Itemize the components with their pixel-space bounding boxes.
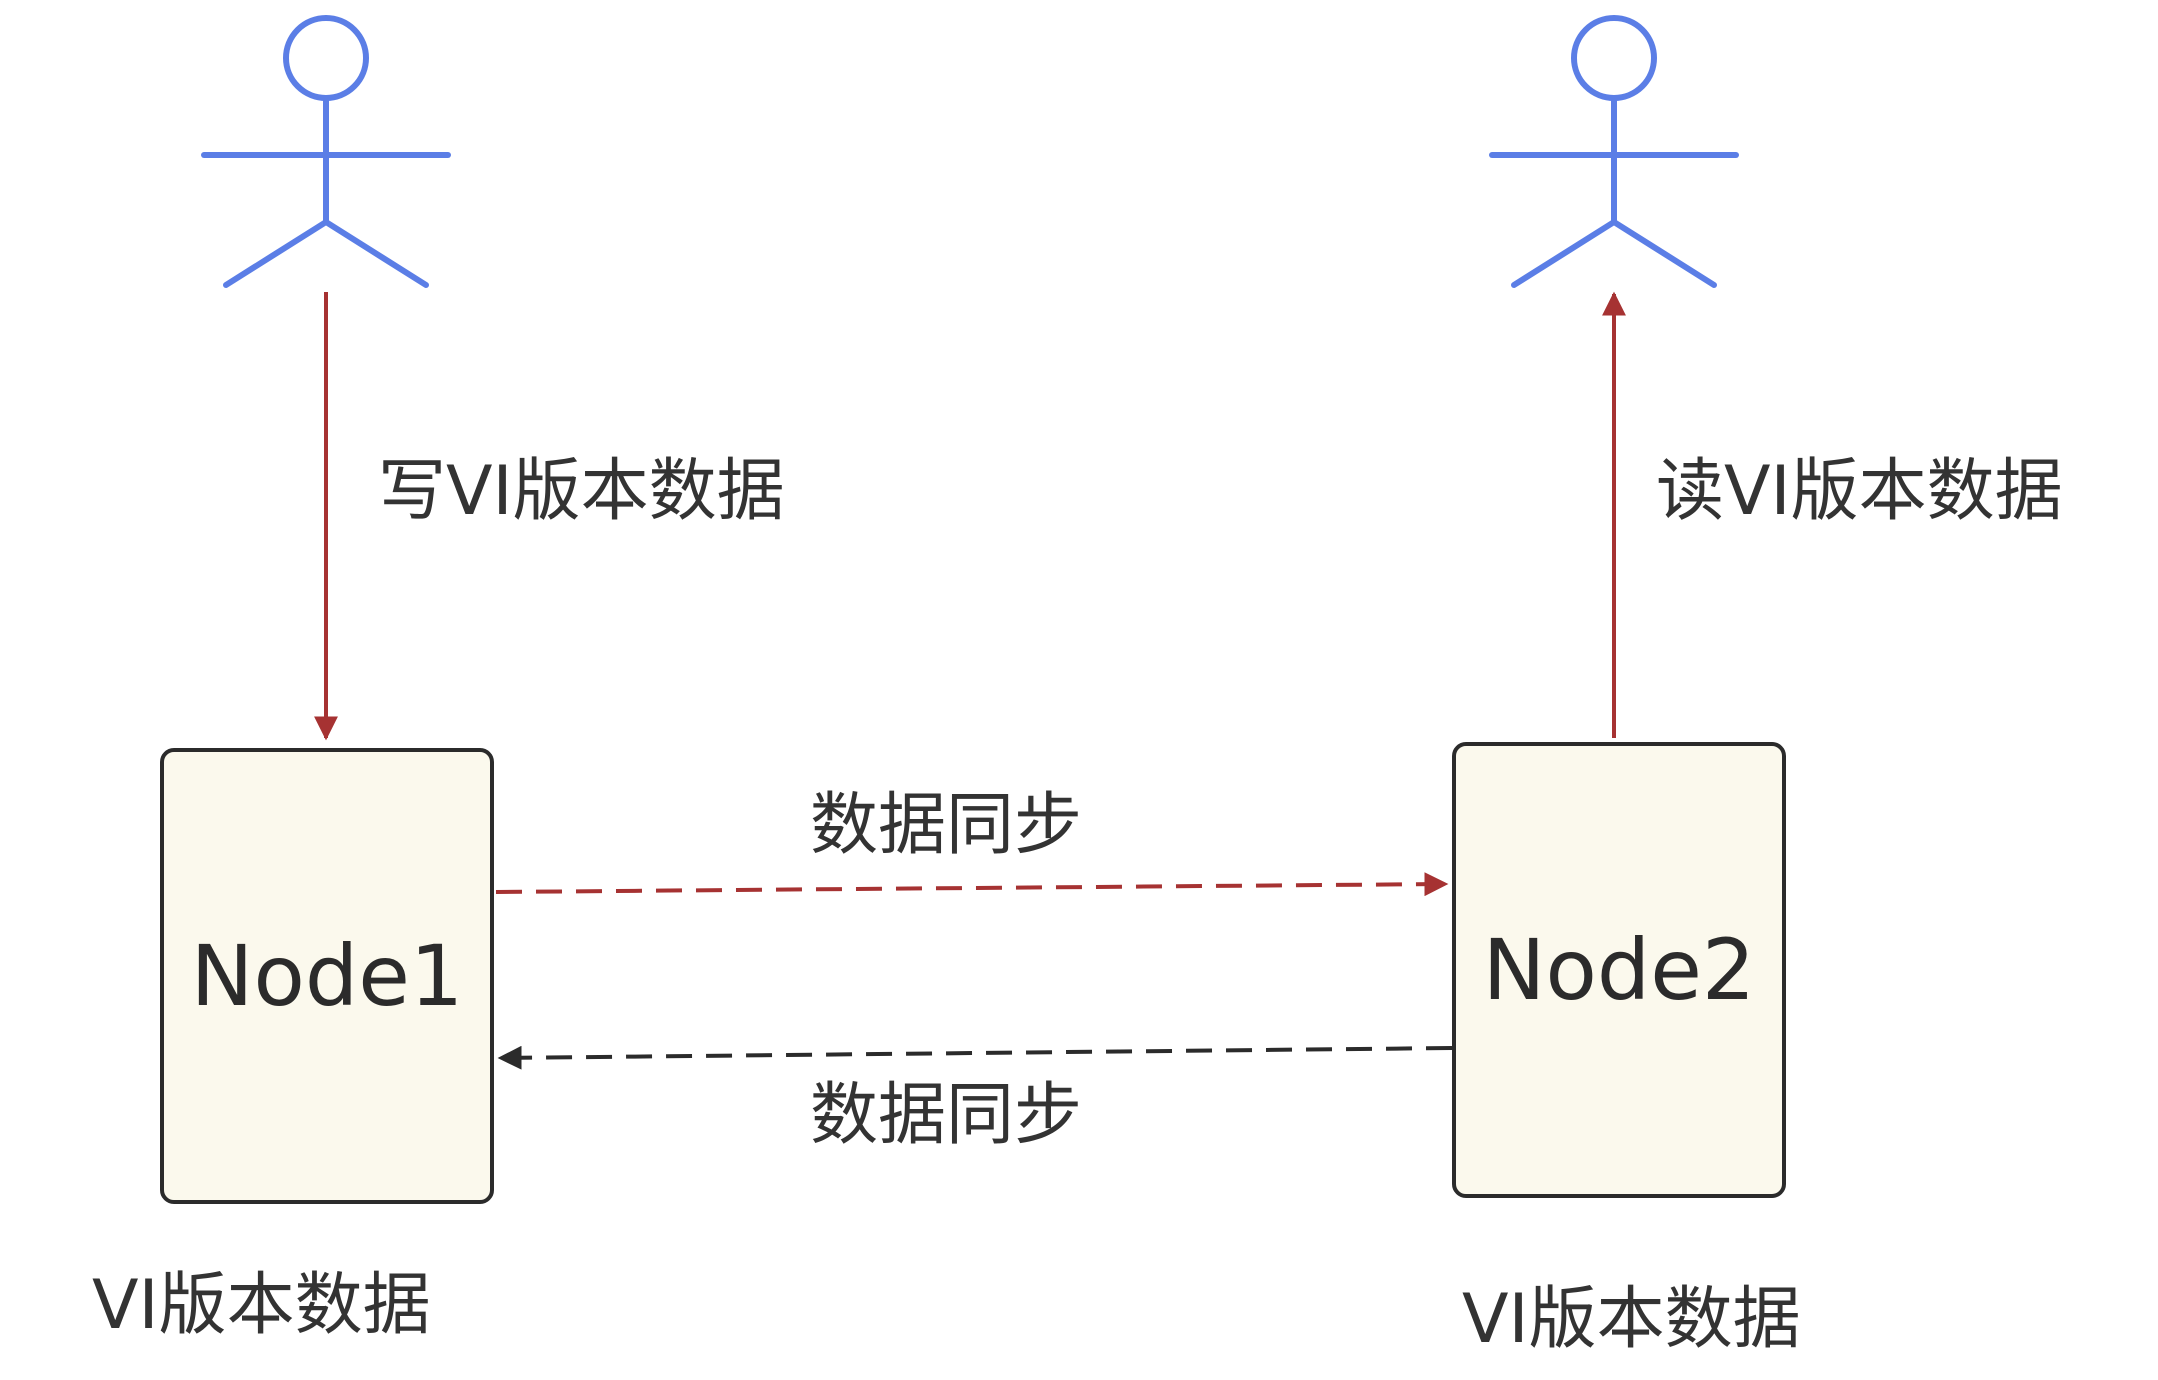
node2-version-label: VI版本数据 (1462, 1280, 1801, 1359)
node1-label: Node1 (190, 927, 464, 1025)
node2-box: Node2 (1452, 742, 1786, 1198)
node2-label: Node2 (1482, 921, 1756, 1019)
read-label: 读VI版本数据 (1656, 452, 2063, 531)
node1-version-label: VI版本数据 (92, 1266, 431, 1345)
reader-actor-icon (1489, 15, 1739, 288)
writer-actor-icon (201, 15, 451, 288)
sync-backward-arrow (497, 1045, 1453, 1070)
sync-forward-label: 数据同步 (810, 786, 1083, 865)
write-label: 写VI版本数据 (378, 452, 785, 531)
sync-backward-label: 数据同步 (810, 1076, 1083, 1155)
node1-box: Node1 (160, 748, 494, 1204)
sync-forward-arrow (495, 872, 1449, 897)
